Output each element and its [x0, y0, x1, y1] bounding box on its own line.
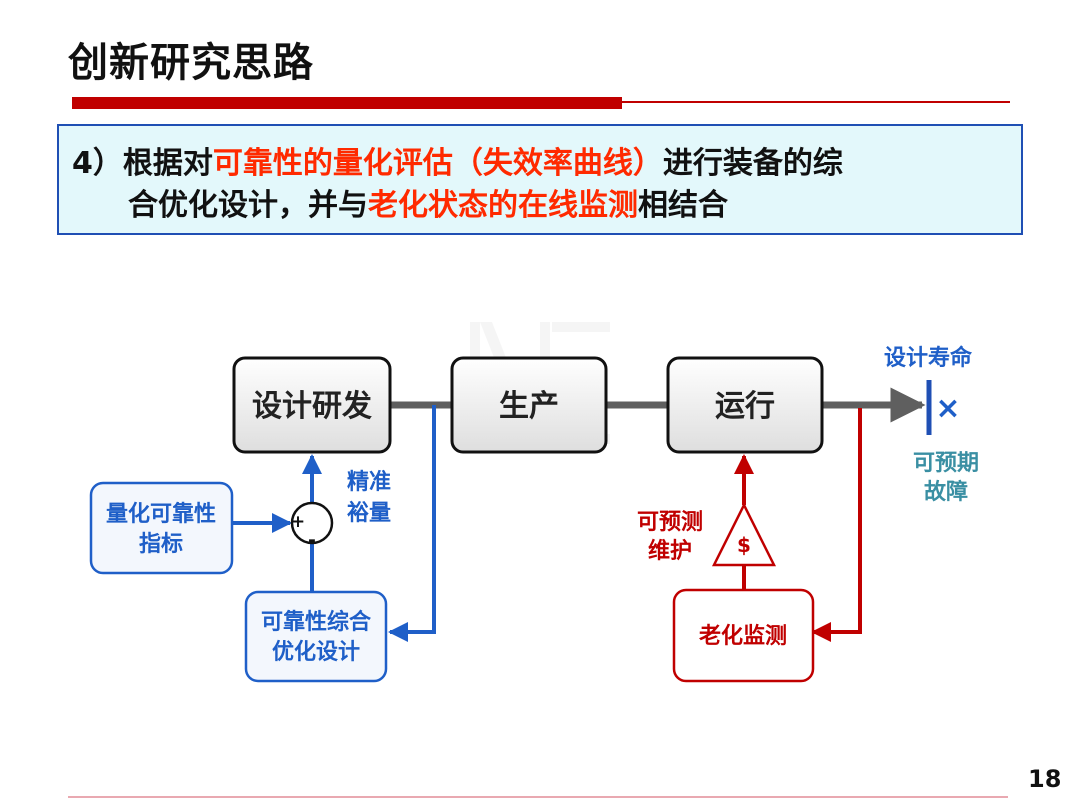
stage-label: 设计研发 — [252, 389, 372, 424]
cost-triangle: $ — [711, 502, 777, 567]
aging-monitor-label: 老化监测 — [698, 623, 787, 649]
key-point-highlight: 可靠性的量化评估（失效率曲线） — [212, 146, 663, 181]
key-point-text: 4）根据对 — [72, 146, 213, 181]
page-number: 18 — [1028, 765, 1062, 793]
quant-reliability-label: 量化可靠性 — [106, 501, 216, 527]
key-point-highlight: 老化状态的在线监测 — [368, 188, 638, 223]
key-point-line-1: 4）根据对可靠性的量化评估（失效率曲线）进行装备的综 — [72, 138, 843, 182]
predictable-failure-label: 故障 — [924, 479, 968, 505]
stage-label: 运行 — [715, 389, 775, 424]
precise-margin-label: 裕量 — [347, 500, 391, 526]
comparator-node: + - — [290, 501, 334, 551]
key-point-line-2: 合优化设计，并与老化状态的在线监测相结合 — [128, 180, 728, 224]
predictable-failure-label: 可预期 — [913, 451, 979, 476]
dollar-icon: $ — [737, 533, 751, 557]
plus-sign: + — [291, 512, 305, 532]
end-of-life-icon: × — [935, 391, 960, 426]
stage-box-operation: 运行 — [666, 356, 824, 454]
key-point-text: 相结合 — [638, 188, 728, 223]
key-point-text: 进行装备的综 — [662, 146, 843, 181]
aging-monitor-box: 老化监测 — [672, 588, 815, 683]
key-point-box — [57, 124, 1023, 235]
reliability-design-box: 可靠性综合 优化设计 — [244, 590, 388, 683]
stage-label: 生产 — [499, 389, 559, 424]
design-life-label: 设计寿命 — [884, 345, 973, 371]
stage-box-production: 生产 — [450, 356, 608, 454]
minus-sign: - — [308, 529, 316, 551]
precise-margin-label: 精准 — [347, 469, 391, 495]
predictive-maintenance-label: 维护 — [648, 538, 692, 564]
footer-divider — [68, 796, 1008, 798]
title-underline-thick — [72, 97, 622, 109]
reliability-design-label: 可靠性综合 — [261, 609, 372, 635]
reliability-design-label: 优化设计 — [272, 639, 360, 665]
stage-box-design: 设计研发 — [232, 356, 392, 454]
quant-reliability-box: 量化可靠性 指标 — [89, 481, 234, 575]
design-feedback-arrow — [388, 405, 436, 642]
key-point-text: 合优化设计，并与 — [128, 188, 368, 223]
page-title: 创新研究思路 — [68, 40, 314, 86]
predictive-maintenance-label: 可预测 — [637, 510, 703, 535]
aging-feedback-arrow — [811, 408, 862, 642]
title-underline-thin — [622, 101, 1010, 103]
quant-reliability-label: 指标 — [139, 531, 183, 557]
